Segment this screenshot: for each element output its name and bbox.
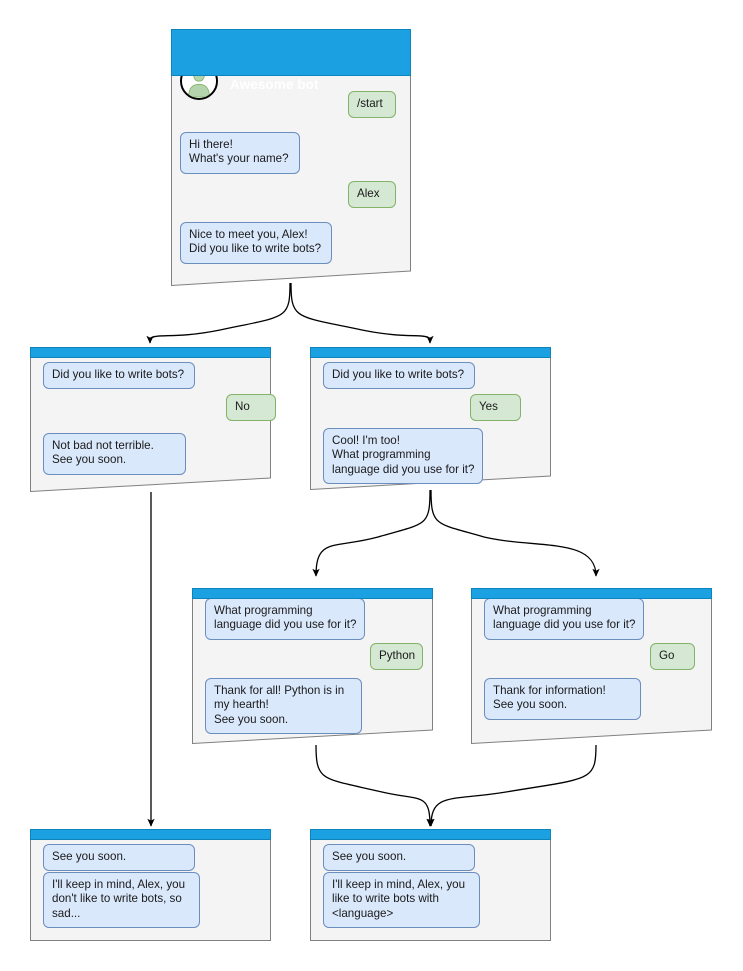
connector-go-to-goodbye xyxy=(427,744,597,827)
card-start[interactable]: Awesome bot /start Hi there! What's your… xyxy=(171,29,411,286)
card-goodbye-no-header xyxy=(30,829,271,840)
message-bubble-bot[interactable]: Hi there! What's your name? xyxy=(180,132,300,174)
message-bubble-user[interactable]: No xyxy=(226,394,276,422)
card-language-go[interactable]: What programming language did you use fo… xyxy=(471,588,712,744)
card-answer-yes-header xyxy=(310,347,551,358)
connector-yes-to-go xyxy=(430,489,600,577)
connector-start-to-yes xyxy=(290,282,434,344)
card-start-header xyxy=(171,29,411,76)
card-answer-no[interactable]: Did you like to write bots? No Not bad n… xyxy=(30,347,276,492)
card-language-python-header xyxy=(192,588,433,599)
connector-python-to-goodbye xyxy=(315,744,434,827)
card-language-go-header xyxy=(471,588,712,599)
message-bubble-bot[interactable]: Did you like to write bots? xyxy=(43,362,195,390)
message-bubble-bot[interactable]: What programming language did you use fo… xyxy=(205,598,365,640)
message-bubble-bot[interactable]: Thank for all! Python is in my hearth! S… xyxy=(205,678,362,735)
message-bubble-bot[interactable]: See you soon. xyxy=(323,844,475,872)
card-goodbye-yes-header xyxy=(310,829,551,840)
connector-yes-to-python xyxy=(312,489,431,577)
card-goodbye-yes[interactable]: See you soon. I'll keep in mind, Alex, y… xyxy=(310,829,551,941)
message-bubble-bot[interactable]: Cool! I'm too! What programming language… xyxy=(323,428,483,485)
message-bubble-bot[interactable]: Thank for information! See you soon. xyxy=(484,678,641,720)
message-bubble-bot[interactable]: See you soon. xyxy=(43,844,195,872)
message-bubble-user[interactable]: Yes xyxy=(470,394,521,422)
message-bubble-bot[interactable]: I'll keep in mind, Alex, you don't like … xyxy=(43,872,200,929)
message-bubble-user[interactable]: Go xyxy=(650,643,695,671)
card-goodbye-no[interactable]: See you soon. I'll keep in mind, Alex, y… xyxy=(30,829,271,941)
message-bubble-bot[interactable]: What programming language did you use fo… xyxy=(484,598,644,640)
message-bubble-user[interactable]: Python xyxy=(370,643,423,671)
message-bubble-bot[interactable]: Nice to meet you, Alex! Did you like to … xyxy=(180,222,332,264)
bot-title: Awesome bot xyxy=(230,77,319,92)
message-bubble-user[interactable]: /start xyxy=(348,91,396,119)
card-answer-no-header xyxy=(30,347,271,358)
message-bubble-bot[interactable]: I'll keep in mind, Alex, you like to wri… xyxy=(323,872,480,929)
connector-start-to-no xyxy=(146,282,291,344)
message-bubble-bot[interactable]: Not bad not terrible. See you soon. xyxy=(43,433,186,475)
card-language-python[interactable]: What programming language did you use fo… xyxy=(192,588,433,744)
card-answer-yes[interactable]: Did you like to write bots? Yes Cool! I'… xyxy=(310,347,551,490)
message-bubble-user[interactable]: Alex xyxy=(348,181,396,209)
message-bubble-bot[interactable]: Did you like to write bots? xyxy=(323,362,475,390)
